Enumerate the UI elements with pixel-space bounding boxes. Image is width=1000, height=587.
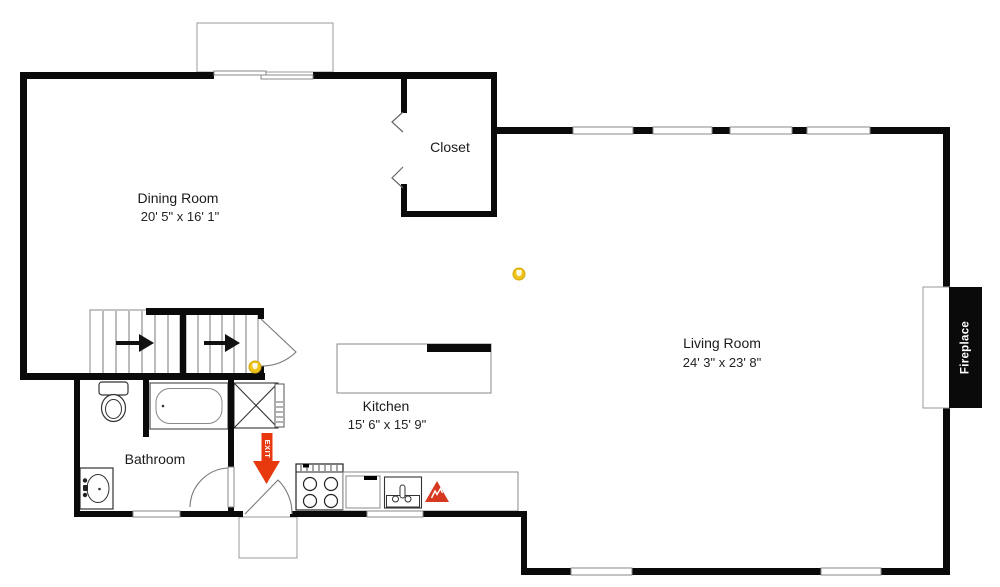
wall-segment (423, 511, 527, 517)
closet-door-chevrons (391, 111, 404, 189)
window (820, 567, 882, 576)
toilet-icon (98, 381, 129, 423)
wall-segment (491, 72, 497, 217)
wall-segment (20, 72, 214, 79)
doors (189, 70, 404, 515)
bathroom-fixtures (79, 381, 285, 510)
fireplace-box (949, 287, 982, 408)
fireplace: Fireplace (922, 286, 982, 409)
wall-segment (20, 373, 265, 380)
wall-segment (143, 375, 149, 437)
wall-segment (20, 72, 27, 380)
wall-segment (792, 127, 807, 134)
bathroom-sink-icon (79, 467, 114, 510)
window (570, 567, 633, 576)
room-labels: Dining Room 20' 5" x 16' 1" Closet Livin… (125, 139, 762, 467)
kitchen-size: 15' 6" x 15' 9" (348, 417, 427, 432)
wall-segment (258, 308, 264, 319)
wall-segment (491, 127, 573, 134)
exit-sign-label: EXIT (263, 440, 272, 459)
wall-segment (180, 308, 186, 375)
door-swing-exit (244, 479, 293, 515)
deck-outline (196, 22, 334, 73)
ceiling-light-icon (248, 360, 262, 374)
closet-label: Closet (430, 139, 470, 155)
wall-segment (228, 506, 234, 517)
kitchen-label: Kitchen (363, 398, 410, 414)
staircases (89, 309, 259, 376)
wall-segment (258, 365, 264, 375)
wall-segment (632, 568, 821, 575)
living-room-label: Living Room (683, 335, 761, 351)
wall-segment (401, 211, 497, 217)
fireplace-hearth (922, 286, 951, 409)
window (806, 126, 871, 135)
wall-segment (228, 375, 234, 467)
fireplace-label: Fireplace (960, 321, 972, 374)
wall-segment (146, 308, 263, 315)
kitchen-island (336, 343, 492, 394)
wall-segment (521, 511, 527, 575)
window (132, 510, 181, 518)
window (366, 510, 424, 518)
shower-icon (233, 382, 285, 429)
stair-right-direction-arrow-icon (204, 334, 240, 352)
window (572, 126, 634, 135)
window (652, 126, 713, 135)
door-swing-bathroom (189, 466, 235, 508)
ceiling-lights (248, 267, 526, 374)
ceiling-light-icon (512, 267, 526, 281)
wall-segment (290, 511, 367, 517)
wall-segment (633, 127, 653, 134)
stove-icon (295, 463, 344, 511)
wall-segment (401, 72, 407, 113)
dining-room-label: Dining Room (138, 190, 219, 206)
outdoor-structures (196, 22, 334, 559)
wall-segment (881, 568, 950, 575)
sliding-door (213, 70, 314, 80)
exit-arrow-icon: EXIT (253, 433, 280, 484)
bathtub-icon (149, 382, 229, 430)
stair-left-direction-arrow-icon (116, 334, 154, 352)
wall-segment (401, 184, 407, 217)
wall-segment (180, 511, 243, 517)
kitchen-sink-icon (383, 476, 423, 509)
dining-room-size: 20' 5" x 16' 1" (141, 209, 220, 224)
bathroom-label: Bathroom (125, 451, 186, 467)
kitchen-fixtures (295, 343, 519, 512)
wall-segment (712, 127, 730, 134)
warning-triangle-icon (425, 481, 449, 502)
wall-segment (74, 375, 80, 517)
dishwasher-icon (345, 475, 381, 509)
window (729, 126, 793, 135)
windows (132, 126, 882, 576)
wall-segment (870, 127, 950, 134)
living-room-size: 24' 3" x 23' 8" (683, 355, 762, 370)
wall-segment (523, 568, 571, 575)
entry-stoop-outline (238, 516, 298, 559)
door-swing-stairs (260, 318, 297, 367)
wall-segment (75, 511, 133, 517)
